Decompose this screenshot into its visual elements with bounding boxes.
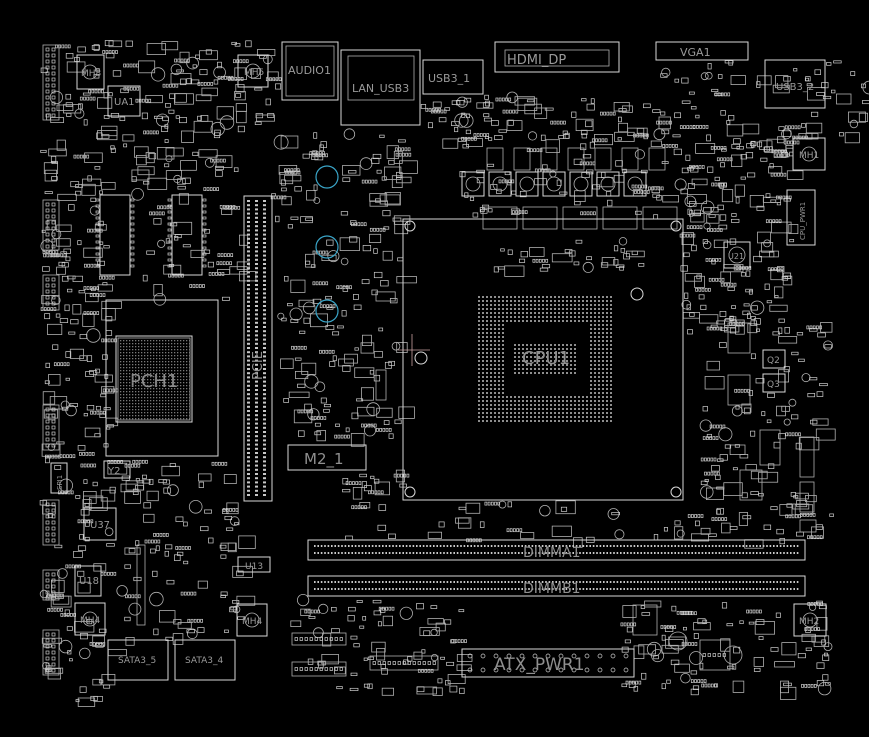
- mh1-label: MH1: [799, 151, 819, 161]
- cpu-pwr1-label: CPU_PWR1: [799, 202, 807, 240]
- crystal-y2[interactable]: Y2: [103, 460, 131, 479]
- connector-lan-usb3[interactable]: LAN_USB3: [340, 49, 421, 126]
- usb3-2-label: USB3_2: [776, 82, 814, 93]
- u37-label: U37: [90, 520, 110, 531]
- mounting-hole-mh2[interactable]: MH2: [793, 603, 827, 637]
- slot-pcie[interactable]: PCIE: [243, 195, 273, 502]
- mounting-hole-mh5[interactable]: MH5: [237, 54, 269, 88]
- mh-left-label: MH4: [80, 616, 101, 626]
- chip-ua1[interactable]: UA1: [107, 85, 141, 117]
- atx-pwr1-label: ATX_PWR1: [494, 655, 585, 675]
- small-components: [39, 40, 869, 707]
- lan-usb3-label: LAN_USB3: [352, 82, 409, 95]
- mh3-label: MH3: [81, 69, 101, 79]
- u21-label: U21: [728, 252, 744, 261]
- dimm-a1-label: DIMMA1: [523, 545, 581, 561]
- mounting-hole-mh3[interactable]: MH3: [76, 54, 105, 90]
- m2-label: M2_1: [304, 450, 344, 469]
- sata3-4-label: SATA3_4: [185, 656, 224, 666]
- connector-usb3-1[interactable]: USB3_1: [422, 59, 484, 95]
- slot-dimm-b1[interactable]: DIMMB1: [307, 575, 806, 597]
- connector-sata3-5[interactable]: SATA3_5: [107, 639, 169, 681]
- mh4-label: MH4: [242, 617, 263, 627]
- connector-audio1[interactable]: AUDIO1: [281, 41, 339, 101]
- sata3-5-label: SATA3_5: [118, 656, 156, 666]
- ua1-label: UA1: [114, 97, 135, 108]
- transistor-q2[interactable]: Q2: [762, 349, 786, 369]
- large-vias: [315, 165, 339, 323]
- mounting-hole-mh1[interactable]: MH1: [792, 137, 826, 171]
- mh5-label: MH5: [244, 68, 264, 78]
- slot-m2-1[interactable]: M2_1: [287, 444, 367, 471]
- cpu1-label: CPU1: [522, 348, 570, 369]
- q2-label: Q2: [767, 356, 780, 366]
- connector-cpu-pwr1[interactable]: CPU_PWR1: [786, 189, 816, 246]
- chip-pch1[interactable]: PCH1: [105, 299, 219, 457]
- chip-u21[interactable]: U21: [723, 241, 751, 269]
- connector-atx-pwr1[interactable]: ATX_PWR1: [461, 648, 635, 678]
- chip-u18[interactable]: U18: [74, 565, 102, 597]
- audio1-label: AUDIO1: [288, 64, 331, 77]
- chip-u37[interactable]: U37: [83, 507, 117, 541]
- chip-u13[interactable]: U13: [237, 556, 271, 573]
- pcie-label: PCIE: [251, 351, 266, 380]
- mounting-hole-mh4-left[interactable]: MH4: [74, 602, 106, 636]
- vga1-label: VGA1: [680, 46, 711, 59]
- usb3-1-label: USB3_1: [428, 72, 470, 85]
- transistor-q3[interactable]: Q3: [762, 373, 786, 393]
- header-spi1[interactable]: SPI1: [50, 462, 68, 494]
- connector-sata3-4[interactable]: SATA3_4: [174, 639, 236, 681]
- u13-label: U13: [245, 562, 263, 572]
- mounting-hole-mh4[interactable]: MH4: [236, 603, 268, 637]
- mh2-label: MH2: [799, 617, 819, 627]
- dimm-b1-label: DIMMB1: [523, 581, 581, 597]
- socket-cpu1[interactable]: CPU1: [398, 218, 684, 501]
- connector-usb3-2[interactable]: USB3_2: [764, 59, 826, 109]
- u18-label: U18: [79, 576, 99, 587]
- spi1-label: SPI1: [56, 475, 64, 490]
- q3-label: Q3: [767, 380, 780, 390]
- hdmi-label: HDMI_DP: [507, 53, 566, 68]
- y2-label: Y2: [107, 466, 120, 477]
- slot-dimm-a1[interactable]: DIMMA1: [307, 539, 806, 561]
- connector-vga1[interactable]: VGA1: [655, 41, 749, 61]
- connector-hdmi-dp[interactable]: HDMI_DP: [494, 41, 620, 73]
